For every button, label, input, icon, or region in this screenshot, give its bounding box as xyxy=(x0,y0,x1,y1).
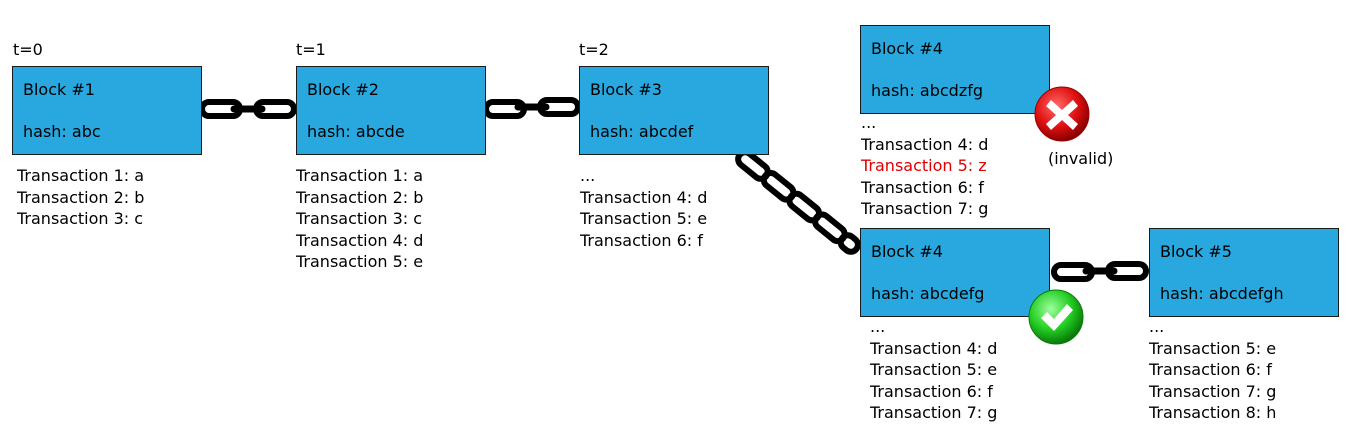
transaction-list-block-2: Transaction 1: a Transaction 2: b Transa… xyxy=(296,165,423,273)
block-hash: hash: abcdef xyxy=(590,122,694,141)
chain-link-3-4 xyxy=(735,149,861,255)
transaction-item: ... xyxy=(861,113,877,132)
block-4-valid: Block #4 hash: abcdefg xyxy=(860,228,1050,317)
transaction-item: Transaction 3: c xyxy=(296,209,423,228)
transaction-item: ... xyxy=(580,166,596,185)
invalid-status-label: (invalid) xyxy=(1048,149,1114,168)
transaction-item: Transaction 4: d xyxy=(296,230,424,250)
time-label-t1: t=1 xyxy=(296,40,326,59)
block-hash: hash: abc xyxy=(23,122,101,141)
transaction-item: Transaction 3: c xyxy=(17,209,144,228)
transaction-item: Transaction 6: f xyxy=(870,381,993,401)
transaction-item: ... xyxy=(1149,317,1165,336)
transaction-item: Transaction 4: d xyxy=(861,134,989,154)
block-hash: hash: abcde xyxy=(307,122,405,141)
block-title: Block #1 xyxy=(23,80,95,99)
transaction-item: Transaction 7: g xyxy=(870,403,998,422)
block-hash: hash: abcdefgh xyxy=(1160,284,1284,303)
transaction-item-invalid: Transaction 5: z xyxy=(861,156,987,175)
transaction-item: Transaction 2: b xyxy=(296,187,424,207)
transaction-item: Transaction 5: e xyxy=(870,360,998,379)
block-title: Block #4 xyxy=(871,39,943,58)
block-title: Block #3 xyxy=(590,80,662,99)
green-checkmark-icon xyxy=(1028,289,1084,345)
transaction-list-block-5: ... Transaction 5: e Transaction 6: f Tr… xyxy=(1149,316,1276,424)
transaction-list-block-4-valid: ... Transaction 4: d Transaction 5: e Tr… xyxy=(870,316,997,424)
transaction-list-block-3: ... Transaction 4: d Transaction 5: e Tr… xyxy=(580,165,707,251)
transaction-item: Transaction 4: d xyxy=(870,338,998,358)
chain-link-1-2 xyxy=(199,99,297,119)
red-x-icon xyxy=(1034,86,1090,142)
transaction-item: Transaction 5: e xyxy=(1149,338,1277,358)
transaction-item: Transaction 1: a xyxy=(17,166,145,185)
block-title: Block #2 xyxy=(307,80,379,99)
block-4-invalid: Block #4 hash: abcdzfg xyxy=(860,25,1050,114)
time-label-t0: t=0 xyxy=(13,40,43,59)
transaction-item: Transaction 7: g xyxy=(861,199,989,218)
transaction-item: Transaction 1: a xyxy=(296,166,424,185)
chain-link-2-3 xyxy=(483,97,581,119)
block-3: Block #3 hash: abcdef xyxy=(579,66,769,155)
block-title: Block #5 xyxy=(1160,242,1232,261)
transaction-list-block-1: Transaction 1: a Transaction 2: b Transa… xyxy=(17,165,144,230)
block-2: Block #2 hash: abcde xyxy=(296,66,486,155)
chain-link-4-5 xyxy=(1051,261,1149,282)
transaction-item: Transaction 8: h xyxy=(1149,403,1277,422)
transaction-item: Transaction 5: e xyxy=(296,252,424,271)
transaction-item: Transaction 4: d xyxy=(580,187,708,207)
transaction-item: ... xyxy=(870,317,886,336)
transaction-item: Transaction 6: f xyxy=(1149,360,1272,379)
block-hash: hash: abcdzfg xyxy=(871,81,983,100)
transaction-item: Transaction 7: g xyxy=(1149,381,1277,401)
block-1: Block #1 hash: abc xyxy=(12,66,202,155)
block-5: Block #5 hash: abcdefgh xyxy=(1149,228,1339,317)
transaction-list-block-4-invalid: ... Transaction 4: d Transaction 5: z Tr… xyxy=(861,112,988,220)
block-title: Block #4 xyxy=(871,242,943,261)
block-hash: hash: abcdefg xyxy=(871,284,985,303)
transaction-item: Transaction 6: f xyxy=(861,177,984,197)
transaction-item: Transaction 5: e xyxy=(580,209,708,228)
time-label-t2: t=2 xyxy=(579,40,609,59)
transaction-item: Transaction 2: b xyxy=(17,187,145,207)
transaction-item: Transaction 6: f xyxy=(580,230,703,250)
